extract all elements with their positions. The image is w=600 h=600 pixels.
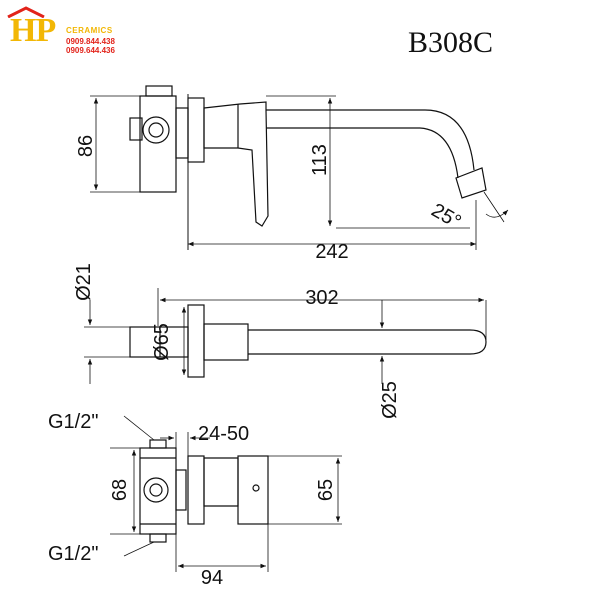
logo-phone-2: 0909.644.436 <box>66 46 115 55</box>
logo-phone-1: 0909.844.438 <box>66 37 115 46</box>
set-screw <box>252 484 260 492</box>
valve-box-port-outer <box>143 477 169 503</box>
leader-inlet-top <box>123 415 155 441</box>
handle-top <box>203 323 249 361</box>
wall-plate-side <box>175 107 189 159</box>
house-roof-icon <box>7 6 45 18</box>
install-view <box>139 439 269 543</box>
label-86: 86 <box>75 135 97 157</box>
angle-ref-line <box>483 191 505 223</box>
leader-inlet-bottom <box>123 541 155 557</box>
valve-port-inner <box>148 122 164 138</box>
label-242: 242 <box>315 241 348 263</box>
label-d21: Ø21 <box>73 263 95 301</box>
handle-front <box>203 457 239 507</box>
spout-base-front <box>237 455 269 525</box>
cover-plate-side <box>187 97 205 163</box>
logo-brand-name: CERAMICS <box>66 26 113 35</box>
side-view <box>129 85 487 250</box>
spout-bottom-edge <box>266 127 459 179</box>
label-302: 302 <box>305 287 338 309</box>
logo-mark: HP <box>10 12 56 49</box>
angle-arc <box>485 209 509 218</box>
label-24-50: 24-50 <box>198 423 249 445</box>
spout-aerator <box>455 167 487 199</box>
valve-top-cap <box>145 85 173 97</box>
label-inlet-bottom: G1/2" <box>48 543 98 565</box>
inlet-bottom-port <box>149 533 167 543</box>
cover-plate-top <box>187 304 205 378</box>
handle-lever-side <box>203 101 269 227</box>
model-number: B308C <box>408 26 494 59</box>
inlet-top-port <box>149 439 167 449</box>
valve-body-side <box>139 95 177 193</box>
spout-top <box>248 329 487 355</box>
label-d65: Ø65 <box>151 323 173 361</box>
label-113: 113 <box>309 144 331 176</box>
valve-cap-left <box>129 117 143 141</box>
box-plate-link <box>175 469 187 511</box>
valve-box-port-inner <box>149 483 163 497</box>
valve-port-outer <box>142 116 170 144</box>
label-65-plate: 65 <box>315 479 337 501</box>
install-dimensions <box>110 415 342 572</box>
top-dimensions <box>84 288 487 384</box>
label-d25: Ø25 <box>379 381 401 419</box>
spout-top-edge <box>266 109 475 171</box>
brand-logo: HP CERAMICS 0909.844.438 0909.644.436 <box>4 4 134 56</box>
label-68: 68 <box>109 479 131 501</box>
label-inlet-top: G1/2" <box>48 411 98 433</box>
top-view <box>129 304 487 378</box>
cover-plate-front <box>187 455 205 525</box>
side-dimensions <box>90 95 509 250</box>
valve-box <box>139 447 177 535</box>
label-94: 94 <box>201 567 223 589</box>
